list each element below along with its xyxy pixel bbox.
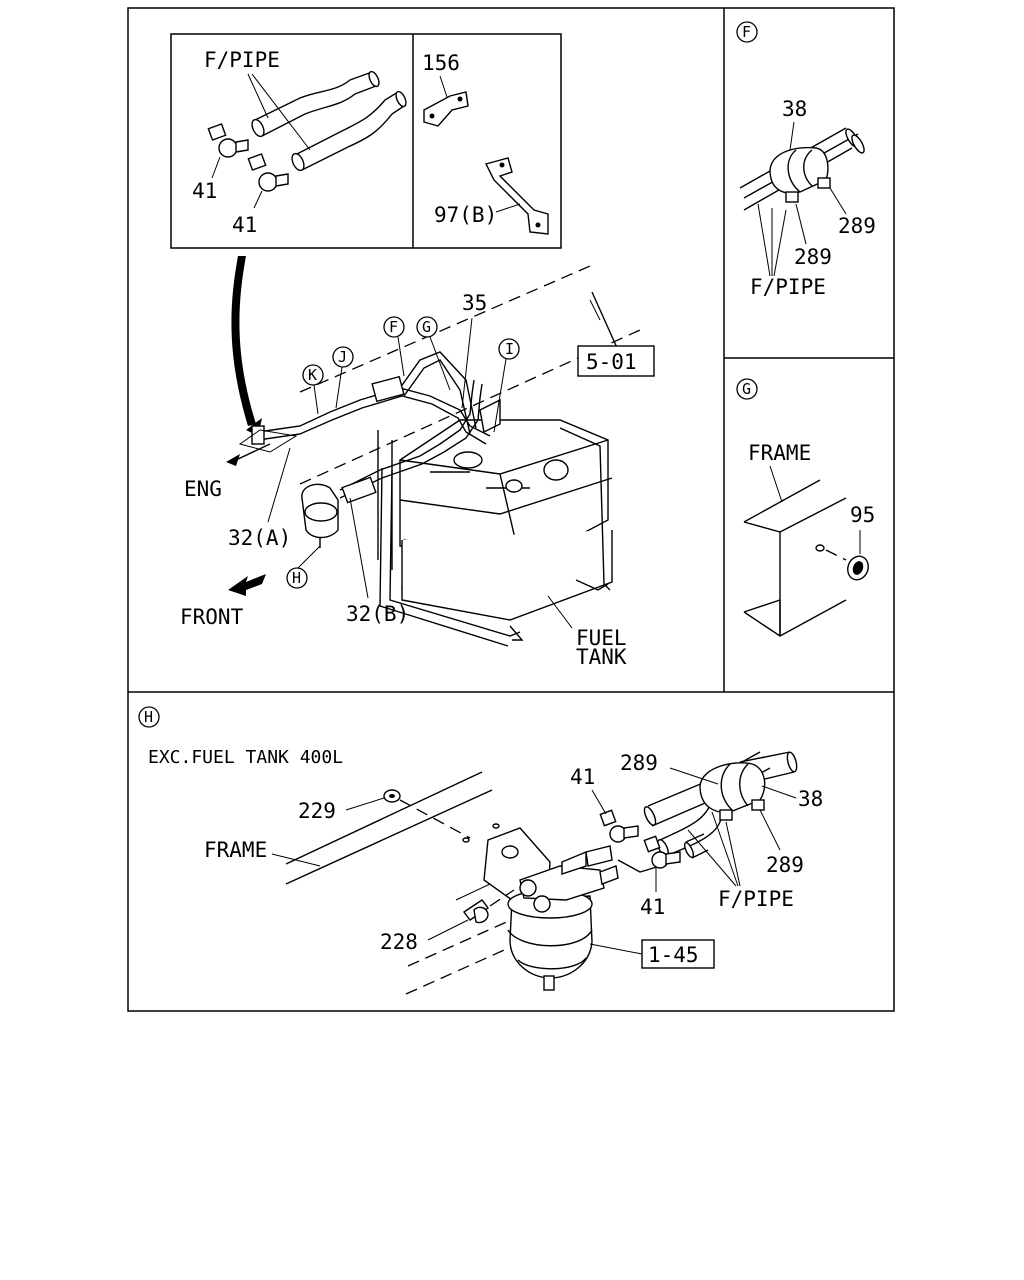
panel-h-fpipe-label: F/PIPE [718, 887, 794, 911]
svg-text:H: H [292, 569, 301, 587]
svg-text:I: I [505, 340, 514, 358]
panel-f: F 38 289 289 F/PIPE [736, 21, 876, 299]
grommet-95 [847, 555, 869, 581]
nut-229-label: 229 [298, 799, 336, 823]
inset-clip-41-label-a: 41 [192, 179, 217, 203]
fuel-pipe-drawing [251, 70, 407, 172]
svg-text:G: G [422, 318, 431, 336]
panel-h-condition: EXC.FUEL TANK 400L [148, 747, 343, 768]
front-arrow [228, 574, 266, 596]
bracket-97b-label: 97(B) [434, 203, 497, 227]
panel-h: H EXC.FUEL TANK 400L FRAME 229 [138, 706, 823, 995]
panel-g-circle: G [742, 380, 751, 398]
ref-1-45-label: 1-45 [648, 943, 699, 967]
panel-h-41-label-a: 41 [570, 765, 595, 789]
callout-h-main: H [286, 567, 308, 589]
panel-h-289-label-a: 289 [620, 751, 658, 775]
callout-g: G [416, 316, 451, 391]
panel-h-41-label-b: 41 [640, 895, 665, 919]
front-label: FRONT [180, 605, 244, 629]
tank-label: TANK [576, 645, 627, 669]
callout-i: I [493, 338, 520, 433]
fuel-label: FUEL [576, 626, 627, 650]
panel-h-fpipes [617, 751, 798, 873]
panel-g: G FRAME 95 [736, 378, 875, 637]
panel-h-frame-label: FRAME [204, 838, 267, 862]
clamp-38 [769, 146, 829, 194]
panel-h-clamp-38 [699, 762, 766, 813]
panel-g-95-label: 95 [850, 503, 875, 527]
hose-32a-label: 32(A) [228, 526, 291, 550]
ref-5-01-label: 5-01 [586, 350, 637, 374]
main-filter [301, 483, 339, 548]
clip-41-lower [247, 153, 289, 192]
panel-f-38-label: 38 [782, 97, 807, 121]
callout-f: F [383, 316, 405, 377]
panel-f-289-label-b: 289 [794, 245, 832, 269]
hose-32b-label: 32(B) [346, 602, 409, 626]
panel-f-circle: F [742, 23, 751, 41]
panel-h-clip-41-lower [643, 835, 681, 869]
frame-channel [743, 479, 847, 637]
panel-h-clip-41-upper [599, 809, 639, 843]
panel-h-circle: H [144, 708, 153, 726]
panel-h-289-label-b: 289 [766, 853, 804, 877]
inset-detail: F/PIPE 41 41 156 97(B) [170, 33, 562, 249]
panel-g-frame-label: FRAME [748, 441, 811, 465]
eng-label: ENG [184, 477, 222, 501]
fuel-tank [379, 419, 613, 647]
panel-f-fpipe-label: F/PIPE [750, 275, 826, 299]
main-view: ENG FRONT 35 5-01 32(A) 32(B) FUEL TANK … [180, 265, 655, 669]
callout-j: J [332, 346, 354, 409]
inset-fpipe-label: F/PIPE [204, 48, 280, 72]
fuel-pipe-routing [251, 351, 501, 504]
panel-f-289-label-a: 289 [838, 214, 876, 238]
panel-h-38-label: 38 [798, 787, 823, 811]
callout-k: K [302, 364, 324, 415]
bracket-97b [484, 157, 549, 235]
bracket-156 [423, 91, 469, 127]
panel-borders [127, 7, 895, 1012]
clip-41-upper [207, 123, 249, 158]
svg-text:J: J [338, 348, 347, 366]
bolt-228-label: 228 [380, 930, 418, 954]
bracket-156-label: 156 [422, 51, 460, 75]
bolt-228 [462, 889, 515, 924]
pipe-35-label: 35 [462, 291, 487, 315]
svg-text:K: K [308, 366, 317, 384]
svg-text:F: F [389, 318, 398, 336]
fuel-filter-assembly [483, 827, 619, 991]
inset-pointer-arrow [231, 256, 256, 426]
inset-clip-41-label-b: 41 [232, 213, 257, 237]
